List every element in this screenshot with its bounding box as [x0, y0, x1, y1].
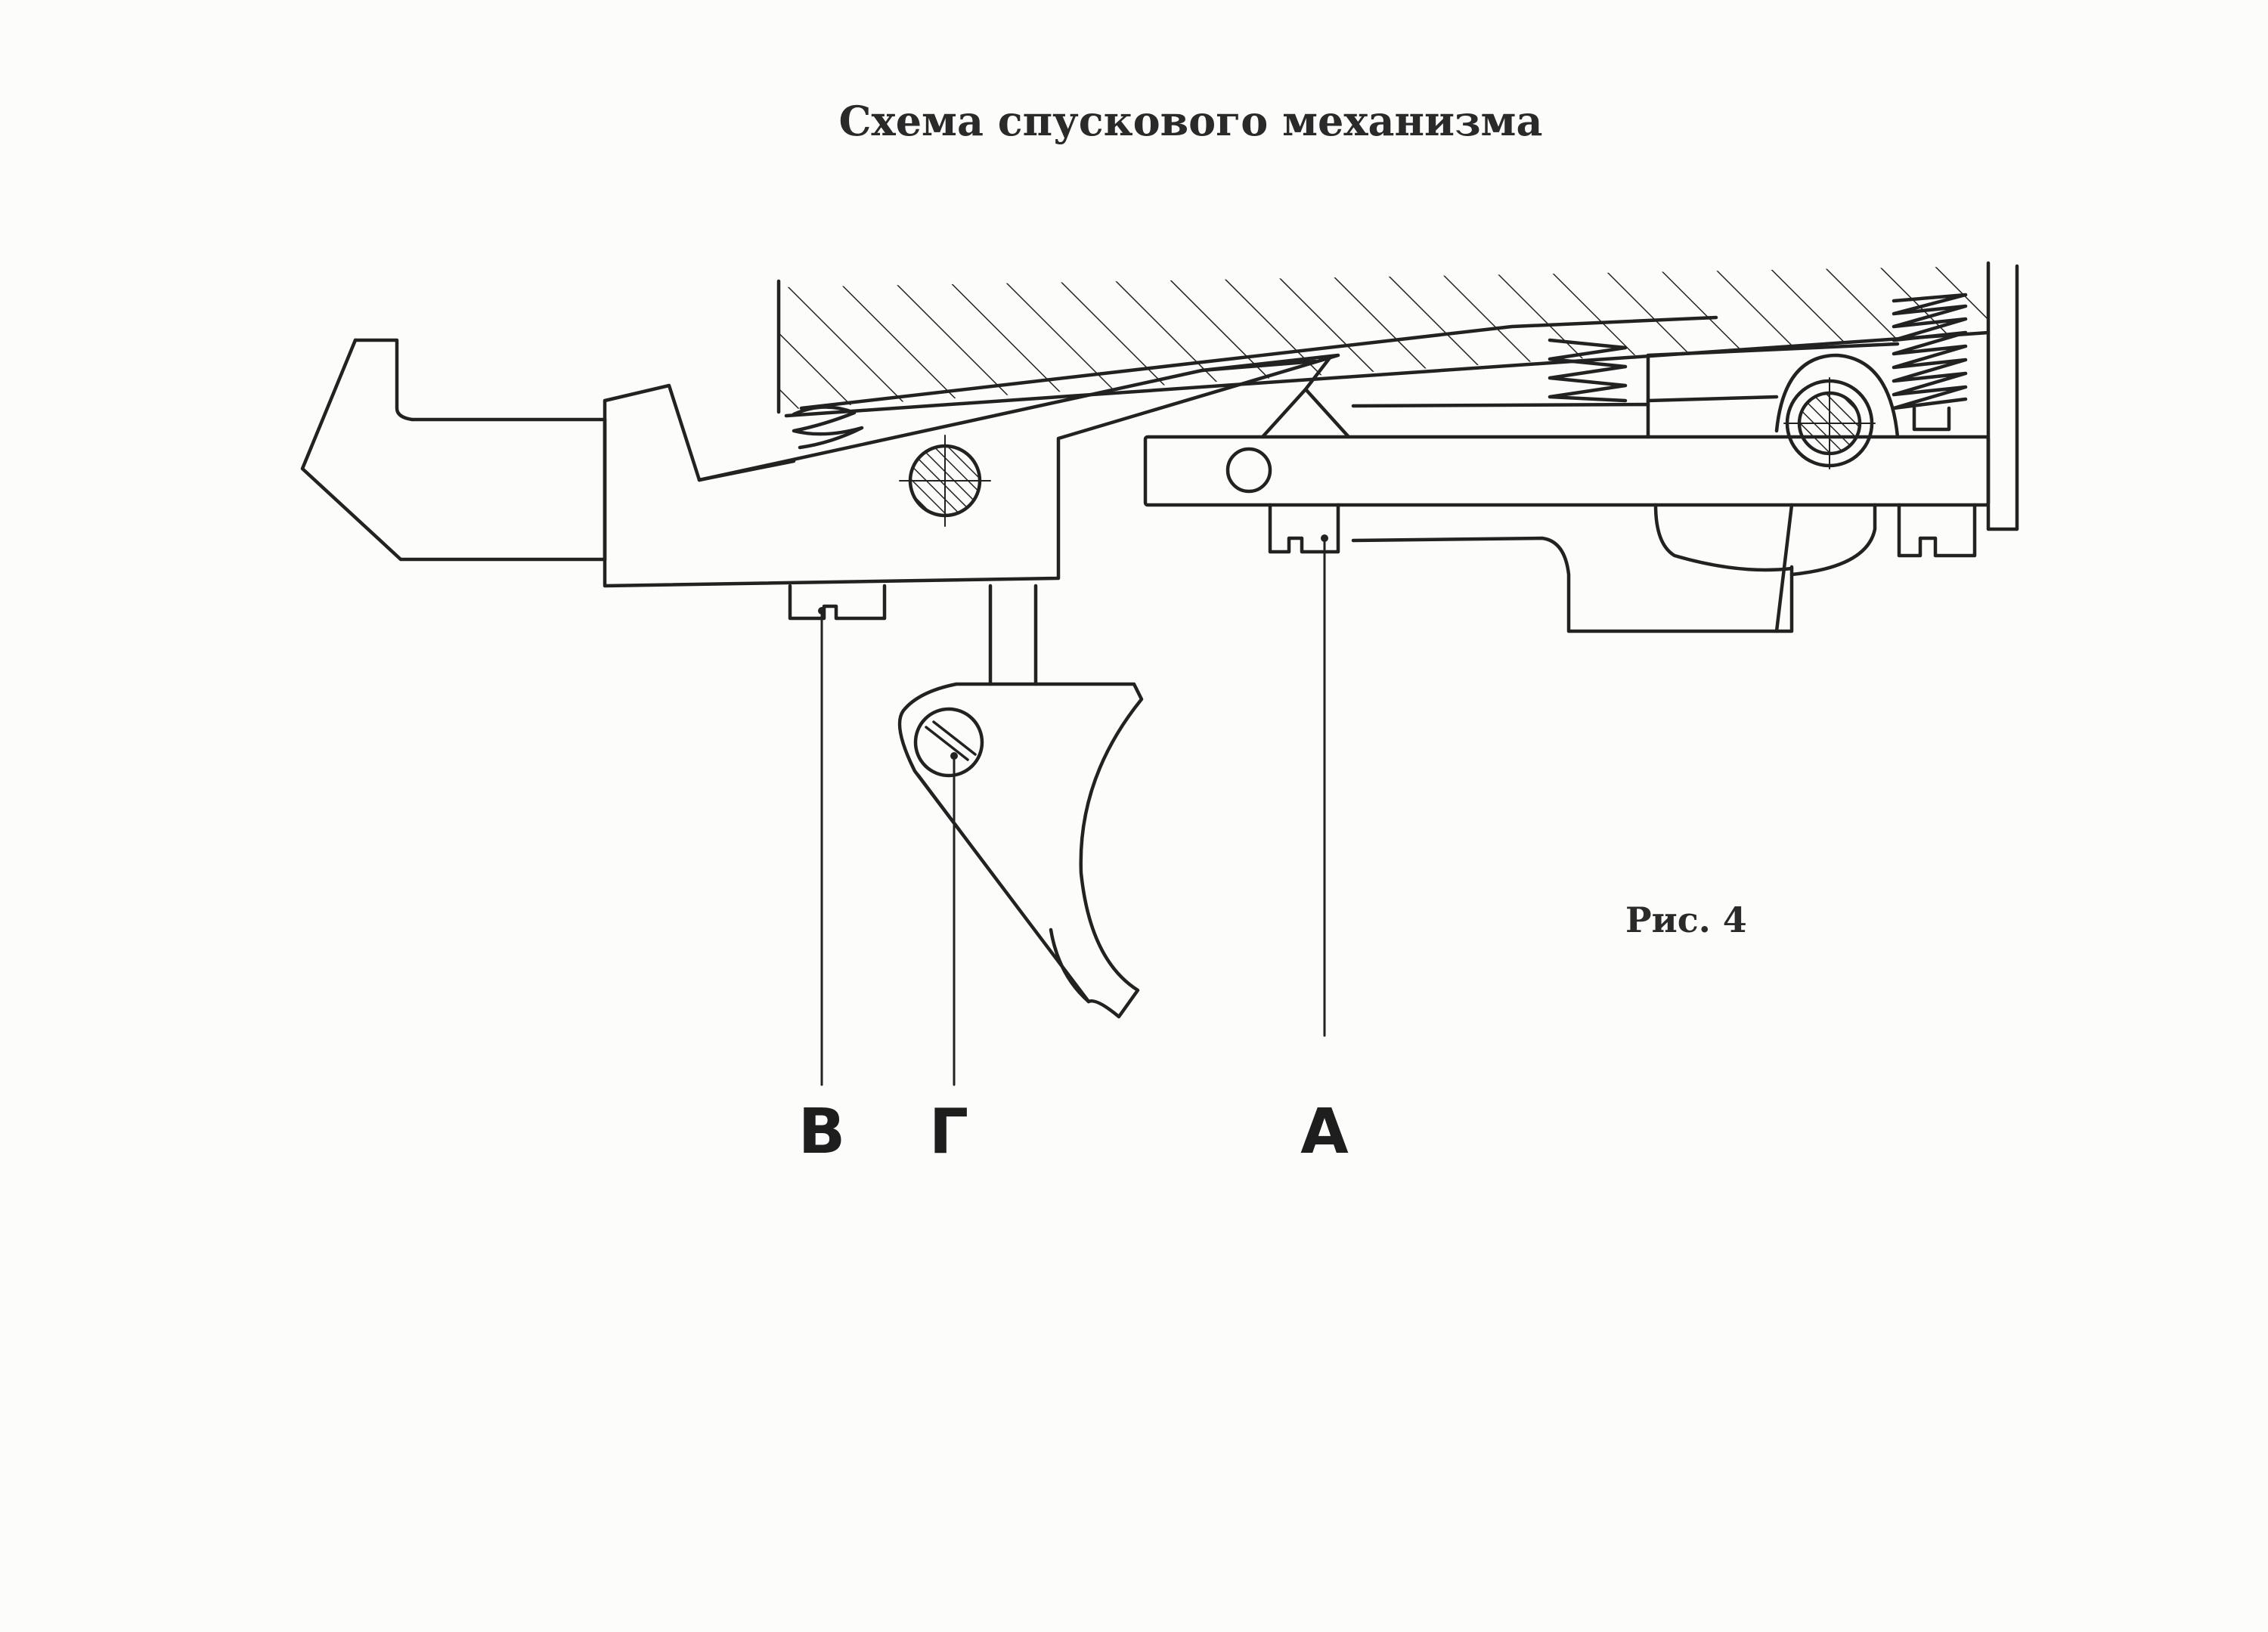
- figure-label: Рис. 4: [1625, 900, 1747, 940]
- pin-marks: [818, 534, 1328, 760]
- leader-lines: [820, 537, 1326, 1086]
- link-pin: [1225, 447, 1272, 494]
- top-plate: [799, 315, 1718, 410]
- main-spring: [1892, 293, 1968, 432]
- sear-spring: [792, 405, 864, 450]
- lower-right-block: [1351, 503, 1877, 633]
- lever-pivot-pin: [1774, 353, 1900, 469]
- triangle-link: [1260, 355, 1351, 439]
- callout-b: В: [798, 1096, 846, 1168]
- trigger: [897, 682, 1144, 1019]
- sear-pivot-pin: [899, 435, 991, 527]
- middle-spring: [1548, 338, 1628, 403]
- callout-a: А: [1300, 1096, 1349, 1168]
- callout-g: Г: [928, 1096, 969, 1168]
- trigger-bar: [300, 338, 607, 562]
- sear-lever: [603, 353, 1340, 588]
- screw-b: [788, 584, 887, 621]
- right-lever: [1143, 342, 1991, 507]
- screw-right: [1897, 503, 1977, 558]
- trigger-stem: [988, 584, 1038, 686]
- trigger-pivot-screw: [913, 707, 984, 778]
- diagram-title: Схема спускового механизма: [838, 97, 1543, 145]
- screw-a: [1268, 503, 1340, 554]
